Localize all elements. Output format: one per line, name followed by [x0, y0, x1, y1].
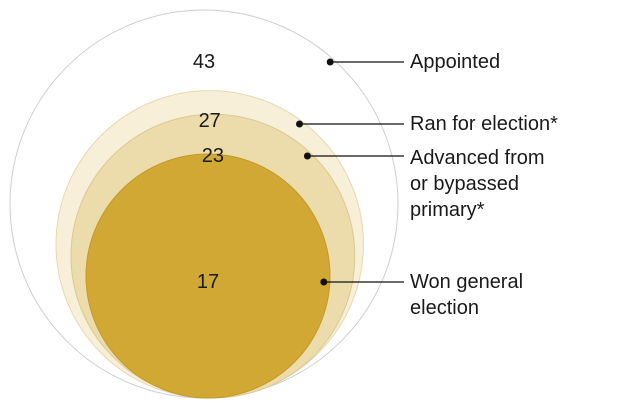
circle-value-label-2: 27: [199, 110, 221, 132]
circle-value-label-3: 23: [202, 145, 224, 167]
legend-label-1: Appointed: [410, 51, 500, 73]
circle-value-label-4: 17: [197, 271, 219, 293]
leader-lines-layer: [296, 58, 404, 286]
circles-layer: [9, 9, 399, 399]
legend-label-1-line-1: Appointed: [410, 51, 500, 73]
circle-value-label-1: 43: [193, 51, 215, 73]
value-labels-layer: 43 27 23 17: [193, 51, 224, 293]
legend-label-3-line-3: primary*: [410, 199, 485, 221]
legend-label-2: Ran for election*: [410, 113, 558, 135]
circle-4: [85, 153, 331, 399]
legend-label-2-line-1: Ran for election*: [410, 113, 558, 135]
legend-label-3-line-1: Advanced from: [410, 147, 545, 169]
legend-label-3-line-2: or bypassed: [410, 173, 519, 195]
legend-label-4: Won general election: [410, 271, 523, 319]
legend-label-4-line-2: election: [410, 297, 479, 319]
legend-label-4-line-1: Won general: [410, 271, 523, 293]
legend-label-3: Advanced from or bypassed primary*: [410, 147, 545, 221]
